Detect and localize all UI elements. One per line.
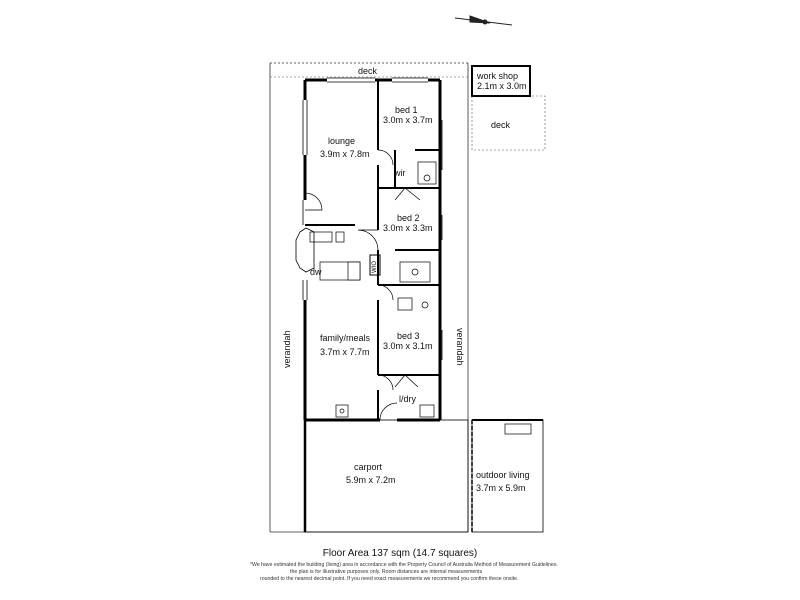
outdoor-size: 3.7m x 5.9m	[476, 483, 526, 494]
bay-window	[295, 227, 315, 273]
disclaimer-line-3: rounded to the nearest decimal point. If…	[260, 576, 519, 583]
door-swings	[304, 149, 421, 421]
windows	[302, 77, 443, 360]
bed3-name: bed 3	[397, 331, 420, 341]
north-arrow-icon	[454, 15, 513, 26]
disclaimer-line-1: *We have estimated the building (living)…	[250, 562, 558, 568]
carport-label: carport 5.9m x 7.2m	[346, 462, 396, 486]
internal-walls	[305, 80, 440, 420]
bed2-name: bed 2	[397, 213, 420, 223]
deck-top-label: deck	[358, 66, 378, 76]
wir-label: wir	[394, 168, 406, 178]
deck-side-label: deck	[491, 120, 511, 130]
deck-side	[471, 95, 546, 151]
bed3-size: 3.0m x 3.1m	[383, 341, 433, 352]
wio-label: WIO	[372, 261, 378, 273]
lounge-label: lounge 3.9m x 7.8m	[320, 136, 370, 160]
disclaimer-line-2: the plan is for illustrative purposes on…	[290, 569, 483, 576]
lounge-size: 3.9m x 7.8m	[320, 149, 370, 160]
carport-size: 5.9m x 7.2m	[346, 475, 396, 486]
bbq-bench	[504, 423, 532, 435]
deck-top	[269, 62, 469, 78]
outdoor-name: outdoor living	[476, 470, 530, 480]
verandah-left-label: verandah	[282, 330, 292, 368]
bed3-label: bed 3 3.0m x 3.1m	[383, 331, 433, 352]
outdoor-label: outdoor living 3.7m x 5.9m	[476, 470, 530, 494]
disclaimer-text: *We have estimated the building (living)…	[250, 562, 560, 583]
wio-cupboard	[369, 254, 381, 276]
workshop-size: 2.1m x 3.0m	[477, 81, 527, 92]
bed2-size: 3.0m x 3.3m	[383, 223, 433, 234]
workshop-name: work shop	[477, 71, 519, 81]
workshop-room	[471, 65, 531, 97]
floor-area-text: Floor Area 137 sqm (14.7 squares)	[322, 548, 478, 559]
bed1-label: bed 1 3.0m x 3.7m	[383, 105, 433, 126]
bed1-size: 3.0m x 3.7m	[383, 115, 433, 126]
bed2-label: bed 2 3.0m x 3.3m	[383, 213, 433, 234]
fixtures	[309, 161, 437, 418]
bed1-name: bed 1	[395, 105, 418, 115]
workshop-label: work shop 2.1m x 3.0m	[477, 71, 527, 92]
ldry-label: l/dry	[399, 394, 417, 404]
family-name: family/meals	[320, 333, 371, 343]
verandah-right-label: verandah	[455, 328, 465, 366]
family-size: 3.7m x 7.7m	[320, 347, 370, 358]
carport-name: carport	[354, 462, 383, 472]
lounge-name: lounge	[328, 136, 356, 146]
family-label: family/meals 3.7m x 7.7m	[320, 333, 370, 358]
dw-label: dw	[310, 267, 322, 277]
